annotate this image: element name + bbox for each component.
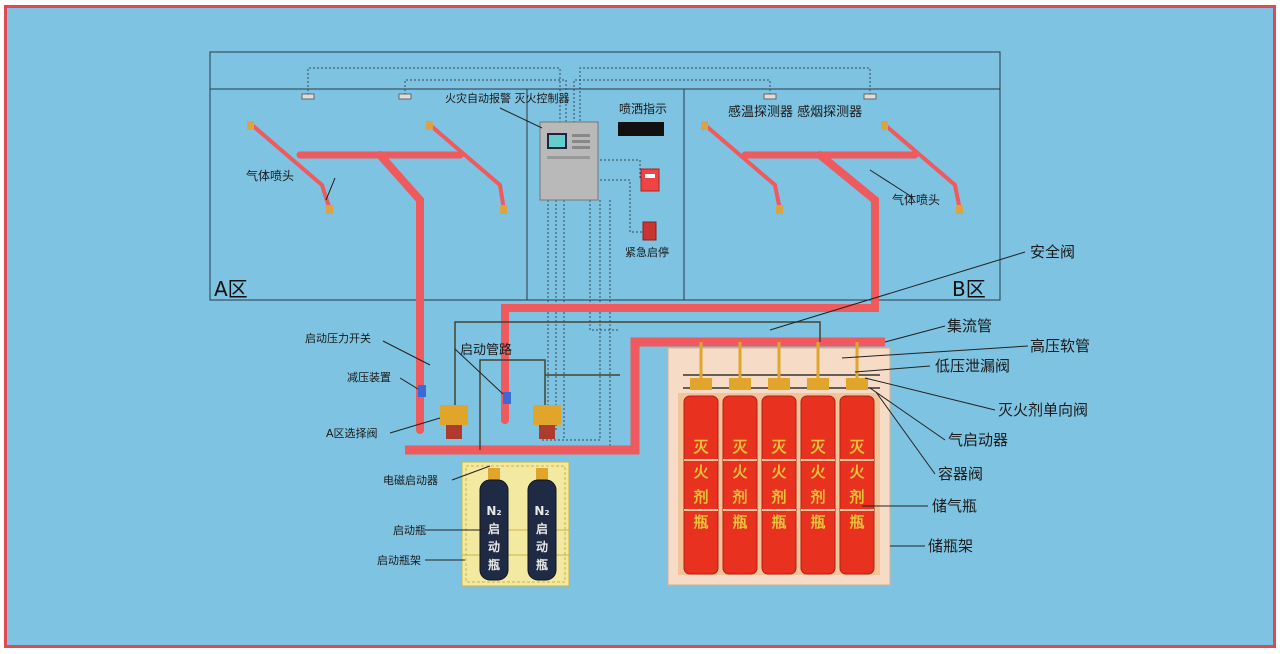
pressure-reducer-icon bbox=[418, 385, 511, 404]
gas-actuator-label: 气启动器 bbox=[948, 431, 1008, 449]
solenoid-actuator-label: 电磁启动器 bbox=[383, 474, 438, 487]
cylinder-text: 瓶 bbox=[732, 513, 747, 531]
zone-a-label: A区 bbox=[214, 277, 248, 301]
cylinder-text: 瓶 bbox=[849, 513, 864, 531]
lp-vent-label: 低压泄漏阀 bbox=[935, 357, 1010, 375]
start-cylinder: N₂ 启动瓶 bbox=[479, 468, 509, 581]
zone-b-pipework bbox=[501, 123, 962, 424]
nozzle-icon bbox=[701, 121, 963, 214]
cylinder-text: 瓶 bbox=[488, 557, 500, 572]
zone-b-label: B区 bbox=[952, 277, 986, 301]
start-pipe-label: 启动管路 bbox=[460, 342, 512, 358]
detectors bbox=[301, 93, 877, 100]
check-valve-label: 灭火剂单向阀 bbox=[998, 401, 1088, 419]
detector-icon bbox=[863, 93, 877, 100]
cylinder-text: 启 bbox=[536, 521, 548, 536]
manifold-label: 集流管 bbox=[947, 317, 992, 335]
cylinder-text: 灭 bbox=[770, 438, 787, 456]
container-valve-label: 容器阀 bbox=[938, 465, 983, 483]
cylinder-text: 火 bbox=[771, 463, 787, 481]
cylinder-text: 火 bbox=[810, 463, 826, 481]
detector-icon bbox=[398, 93, 412, 100]
start-cylinder: N₂ 启动瓶 bbox=[527, 468, 557, 581]
main-manifold-pipe bbox=[405, 337, 885, 455]
cylinder-text: 火 bbox=[732, 463, 748, 481]
alarm-display bbox=[618, 122, 664, 136]
cylinder-text: 启 bbox=[488, 521, 500, 536]
zone-a-selector-label: A区选择阀 bbox=[326, 426, 378, 440]
start-pipe-lines bbox=[454, 321, 821, 450]
cylinder-text: 火 bbox=[693, 463, 709, 481]
safety-valve-label: 安全阀 bbox=[1030, 243, 1075, 261]
cylinder-text: 灭 bbox=[731, 438, 748, 456]
cylinder-text: 剂 bbox=[771, 488, 786, 506]
hp-hose-label: 高压软管 bbox=[1030, 337, 1090, 355]
alarm-display-label: 喷洒指示 bbox=[619, 101, 667, 116]
pressure-reducer-label: 减压装置 bbox=[347, 371, 391, 384]
cylinder-text: N₂ bbox=[486, 504, 501, 518]
pressure-switch-label: 启动压力开关 bbox=[305, 331, 371, 345]
cylinder-text: 剂 bbox=[732, 488, 747, 506]
building-outline bbox=[209, 51, 1001, 301]
manual-start-button bbox=[642, 221, 657, 241]
cylinder-text: N₂ bbox=[534, 504, 549, 518]
cylinder-text: 动 bbox=[536, 540, 548, 554]
detector-wiring bbox=[307, 67, 871, 450]
cylinder-text: 剂 bbox=[810, 488, 825, 506]
selector-valve bbox=[440, 405, 561, 439]
cylinder-text: 瓶 bbox=[810, 513, 825, 531]
storage-cylinder-label: 储气瓶 bbox=[932, 497, 977, 515]
detector-icon bbox=[763, 93, 777, 100]
start-cylinder-label: 启动瓶 bbox=[393, 523, 426, 537]
cylinder-text: 火 bbox=[849, 463, 865, 481]
nozzle-a-label: 气体喷头 bbox=[246, 168, 294, 183]
detector-icon bbox=[301, 93, 315, 100]
fire-alarm-controller bbox=[539, 121, 599, 201]
cylinder-text: 瓶 bbox=[771, 513, 786, 531]
controller-label: 火灾自动报警 灭火控制器 bbox=[445, 91, 570, 105]
nozzle-icon bbox=[247, 121, 507, 214]
leader-lines bbox=[325, 107, 1029, 561]
cylinder-text: 动 bbox=[488, 540, 500, 554]
diagram-frame bbox=[4, 5, 1276, 648]
cylinder-text: 瓶 bbox=[693, 513, 708, 531]
cylinder-text: 灭 bbox=[692, 438, 709, 456]
cylinder-text: 灭 bbox=[809, 438, 826, 456]
start-rack-label: 启动瓶架 bbox=[377, 553, 421, 567]
cylinder-text: 剂 bbox=[693, 488, 708, 506]
nozzle-b-label: 气体喷头 bbox=[892, 192, 940, 207]
alarm-bell-icon bbox=[640, 168, 660, 192]
cylinder-text: 剂 bbox=[849, 488, 864, 506]
cylinder-text: 瓶 bbox=[536, 557, 548, 572]
cylinder-text: 灭 bbox=[848, 438, 865, 456]
zone-a-pipework bbox=[250, 123, 506, 434]
storage-rack-label: 储瓶架 bbox=[928, 537, 973, 555]
detectors-label: 感温探测器 感烟探测器 bbox=[728, 104, 862, 120]
manual-start-label: 紧急启停 bbox=[625, 245, 669, 259]
